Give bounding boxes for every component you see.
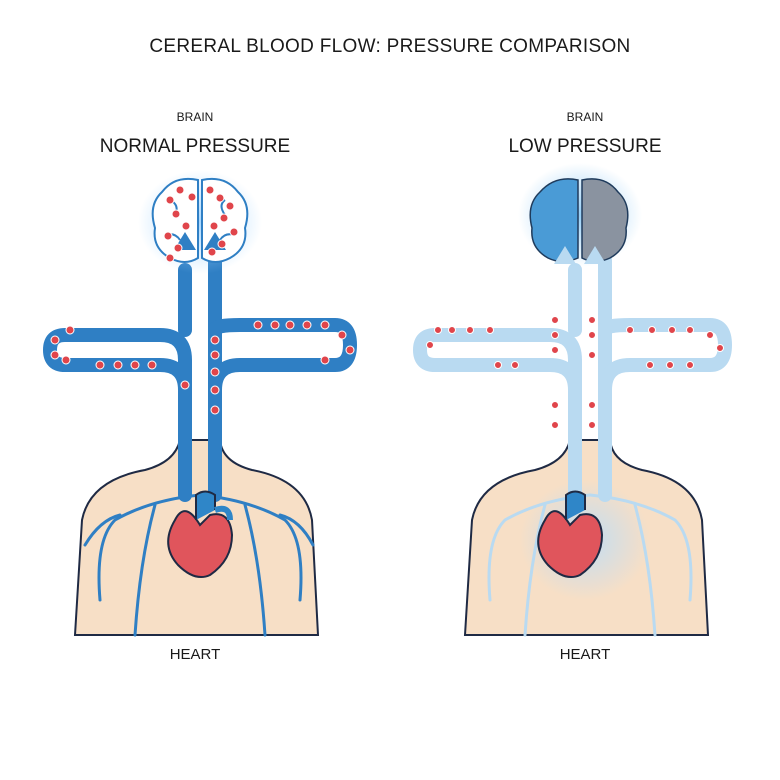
blood-cell bbox=[686, 326, 694, 334]
heart-icon bbox=[167, 490, 234, 578]
blood-cell bbox=[551, 421, 559, 429]
panel-low-pressure: BRAIN LOW PRESSURE HEART bbox=[390, 0, 780, 780]
blood-cell bbox=[551, 346, 559, 354]
blood-cell bbox=[253, 320, 263, 330]
blood-cell bbox=[668, 326, 676, 334]
blood-cell bbox=[648, 326, 656, 334]
blood-cell bbox=[210, 405, 220, 415]
heart-label: HEART bbox=[169, 646, 221, 663]
body-vessels bbox=[487, 493, 693, 637]
blood-cell bbox=[337, 330, 347, 340]
blood-cell bbox=[511, 361, 519, 369]
blood-cell bbox=[285, 320, 295, 330]
blood-cell bbox=[229, 227, 239, 237]
blood-cell bbox=[588, 331, 596, 339]
blood-cell bbox=[716, 344, 724, 352]
blood-cell bbox=[448, 326, 456, 334]
blood-cell bbox=[706, 331, 714, 339]
blood-cell bbox=[217, 239, 227, 249]
heart-label: HEART bbox=[559, 646, 611, 663]
blood-cell bbox=[165, 195, 175, 205]
diagram-title: CERERAL BLOOD FLOW: PRESSURE COMPARISON bbox=[149, 36, 631, 57]
heart-icon bbox=[537, 490, 604, 578]
blood-cell bbox=[494, 361, 502, 369]
main-arteries bbox=[413, 253, 732, 502]
blood-cell bbox=[551, 331, 559, 339]
blood-cell bbox=[686, 361, 694, 369]
blood-cell bbox=[626, 326, 634, 334]
condition-label: NORMAL PRESSURE bbox=[99, 136, 291, 157]
blood-cell bbox=[207, 247, 217, 257]
main-arteries bbox=[43, 253, 357, 502]
blood-cell bbox=[320, 320, 330, 330]
blood-cell bbox=[210, 350, 220, 360]
brain-label: BRAIN bbox=[176, 110, 214, 124]
blood-cell bbox=[225, 201, 235, 211]
blood-cell bbox=[171, 209, 181, 219]
blood-cell bbox=[302, 320, 312, 330]
blood-cell bbox=[486, 326, 494, 334]
blood-cell bbox=[320, 355, 330, 365]
blood-cell bbox=[113, 360, 123, 370]
blood-cell bbox=[219, 213, 229, 223]
brain-label: BRAIN bbox=[566, 110, 604, 124]
blood-cell bbox=[666, 361, 674, 369]
blood-cell bbox=[466, 326, 474, 334]
blood-cell bbox=[175, 185, 185, 195]
blood-cell-group bbox=[50, 185, 355, 415]
blood-cell bbox=[588, 421, 596, 429]
blood-cell bbox=[551, 401, 559, 409]
blood-cell bbox=[163, 231, 173, 241]
arrow-up-icon bbox=[554, 246, 606, 264]
blood-cell bbox=[588, 351, 596, 359]
blood-cell bbox=[551, 316, 559, 324]
blood-cell bbox=[426, 341, 434, 349]
blood-cell bbox=[210, 385, 220, 395]
blood-cell bbox=[210, 335, 220, 345]
blood-cell bbox=[61, 355, 71, 365]
blood-cell bbox=[646, 361, 654, 369]
blood-cell-group bbox=[426, 316, 724, 429]
blood-cell bbox=[205, 185, 215, 195]
blood-cell bbox=[345, 345, 355, 355]
blood-cell bbox=[165, 253, 175, 263]
blood-cell bbox=[50, 335, 60, 345]
blood-cell bbox=[209, 221, 219, 231]
blood-cell bbox=[147, 360, 157, 370]
body-vessels bbox=[83, 493, 315, 637]
condition-label: LOW PRESSURE bbox=[508, 136, 662, 157]
blood-cell bbox=[210, 367, 220, 377]
blood-cell bbox=[173, 243, 183, 253]
circulation-diagram-normal bbox=[43, 170, 357, 637]
blood-cell bbox=[95, 360, 105, 370]
blood-cell bbox=[588, 316, 596, 324]
blood-cell bbox=[187, 192, 197, 202]
blood-cell bbox=[434, 326, 442, 334]
circulation-diagram-low bbox=[413, 163, 732, 637]
blood-cell bbox=[588, 401, 596, 409]
blood-cell bbox=[270, 320, 280, 330]
blood-cell bbox=[215, 193, 225, 203]
blood-cell bbox=[180, 380, 190, 390]
blood-cell bbox=[130, 360, 140, 370]
blood-cell bbox=[50, 350, 60, 360]
panel-normal-pressure: BRAIN NORMAL PRESSURE HEART bbox=[43, 110, 357, 663]
blood-cell bbox=[65, 325, 75, 335]
blood-cell bbox=[181, 221, 191, 231]
